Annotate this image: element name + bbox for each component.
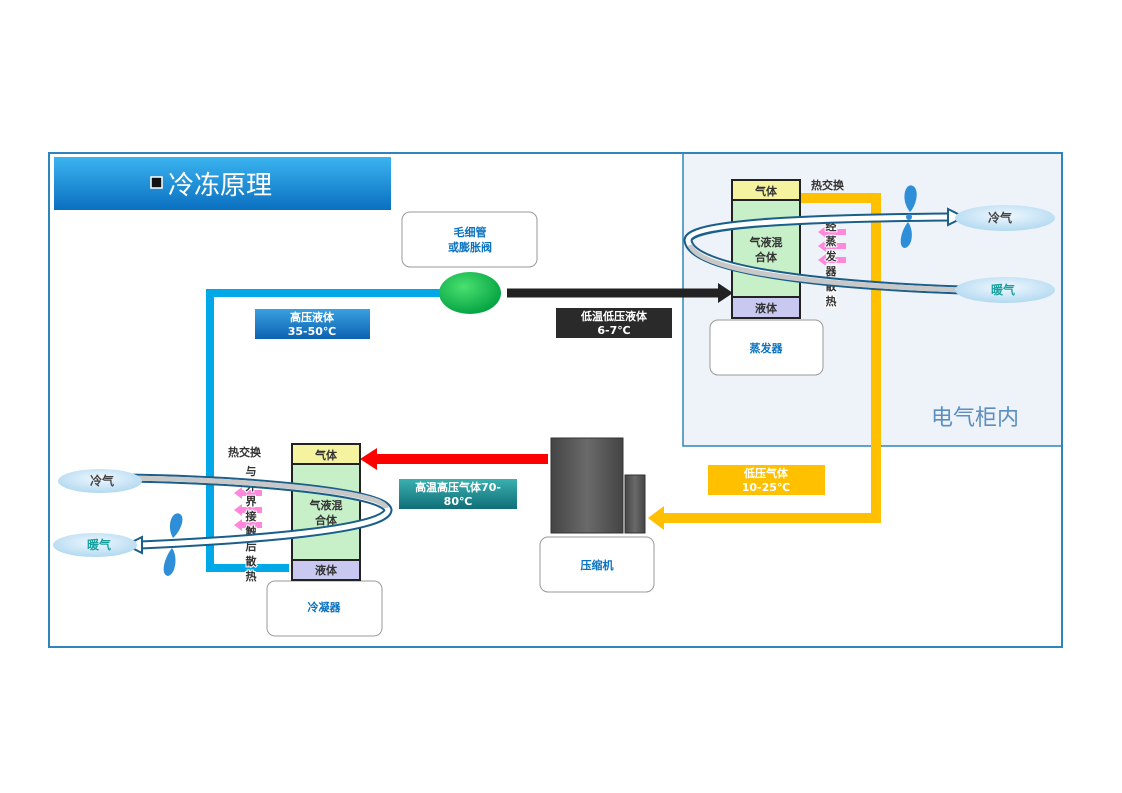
low-pressure-gas-temp: 10-25℃: [742, 481, 791, 494]
arrowhead: [648, 506, 664, 530]
low-temp-liquid-label: 低温低压液体: [580, 309, 648, 323]
condenser-mix-label-2: 合体: [315, 513, 338, 527]
condenser-warm-air-label: 暖气: [87, 537, 111, 552]
compressor-label: 压缩机: [581, 558, 614, 572]
condenser-mix-label: 气液混: [309, 498, 343, 512]
vertical-text-char: 热: [826, 294, 837, 308]
low-temp-liquid-label-box: [556, 308, 672, 338]
evaporator-cold-air-label: 冷气: [988, 210, 1012, 225]
title-bar: [54, 157, 391, 210]
evaporator-liquid-label: 液体: [755, 301, 778, 315]
outer-frame: [48, 152, 1063, 648]
high-pressure-liquid-label: 高压液体: [290, 310, 335, 324]
heat-arrows-icon: [818, 226, 846, 266]
evaporator-mix-label-2: 合体: [755, 250, 778, 264]
evaporator-warm-air-label: 暖气: [991, 282, 1015, 297]
compressor-label-box: [539, 536, 655, 593]
airflow-arrow-fill: [127, 475, 389, 510]
vertical-text-char: 接: [246, 509, 257, 523]
capillary-label-2: 或膨胀阀: [448, 240, 492, 254]
vertical-text-char: 与: [246, 465, 257, 478]
high-pressure-pipe: [206, 289, 440, 572]
condenser-heat-exchange-label: 热交换: [228, 445, 262, 459]
heat-arrows-icon: [234, 487, 262, 531]
high-pressure-liquid-temp: 35-50℃: [288, 325, 337, 338]
arrowhead: [718, 283, 733, 303]
vertical-text-char: 蒸: [826, 234, 837, 248]
warm-air-cloud-icon: 暖气: [955, 277, 1055, 303]
evaporator-label: 蒸发器: [750, 341, 784, 355]
low-temp-liquid-temp: 6-7℃: [597, 324, 630, 337]
high-temp-gas-label-box: [399, 479, 517, 509]
vertical-text-char: 器: [825, 265, 838, 278]
airflow-arrow-fill: [687, 243, 963, 293]
cabinet-label: 电气柜内: [931, 406, 1019, 431]
high-temp-gas-label: 高温高压气体70-: [415, 480, 501, 494]
vertical-text-char: 界: [246, 495, 257, 508]
vertical-text-char: 热: [246, 569, 257, 583]
vertical-text-char: 散: [246, 554, 258, 568]
high-pressure-liquid-label-box: [255, 309, 370, 339]
title-bullet-icon: [150, 176, 163, 189]
cold-air-cloud-icon: 冷气: [58, 469, 142, 493]
evaporator-gas-label: 气体: [754, 184, 778, 198]
low-pressure-pipe: [662, 193, 881, 523]
expansion-valve-icon: [439, 272, 501, 314]
condenser-liquid-label: 液体: [315, 563, 338, 577]
capillary-label-box: [401, 211, 538, 268]
condenser-cold-air-label: 冷气: [90, 473, 114, 488]
evaporator-fan-icon: [900, 185, 917, 248]
vertical-text-char: 发: [825, 249, 838, 263]
low-pressure-gas-label-box: [708, 465, 825, 495]
page-title: 冷冻原理: [168, 171, 272, 201]
compressor-icon: [550, 437, 624, 534]
condenser-label: 冷凝器: [308, 600, 342, 614]
capillary-label: 毛细管: [454, 225, 487, 239]
condenser-gas-label: 气体: [314, 448, 338, 462]
condenser-fan-icon: [163, 513, 183, 576]
high-temp-gas-temp: 80℃: [444, 495, 473, 508]
arrowhead: [360, 448, 377, 470]
evaporator-mix-label: 气液混: [749, 235, 783, 249]
compressor-motor-icon: [624, 474, 646, 534]
low-pressure-gas-label: 低压气体: [743, 466, 789, 480]
warm-air-cloud-icon: 暖气: [53, 533, 137, 557]
cold-air-cloud-icon: 冷气: [955, 205, 1055, 231]
evaporator-heat-exchange-label: 热交换: [811, 178, 845, 192]
